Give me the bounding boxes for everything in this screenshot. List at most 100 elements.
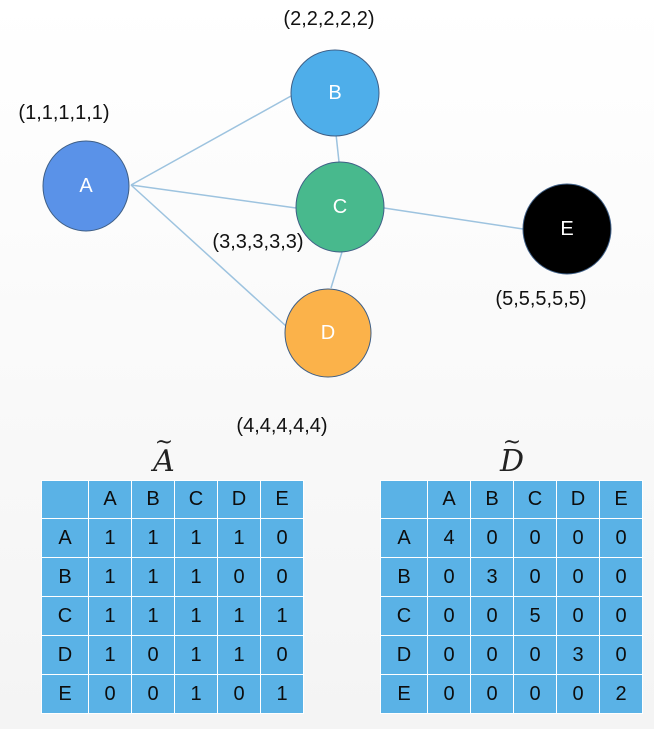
- node-circle: [295, 161, 385, 253]
- matrix-cell: 0: [470, 596, 514, 636]
- node-label: D: [321, 322, 335, 344]
- column-header: B: [470, 480, 514, 519]
- column-header: C: [513, 480, 557, 519]
- matrix-cell: 1: [174, 518, 218, 558]
- matrix-cell: 0: [260, 635, 304, 675]
- matrix-cell: 1: [88, 635, 132, 675]
- column-header: A: [88, 480, 132, 519]
- matrix-cell: 1: [88, 518, 132, 558]
- matrix-cell: 0: [131, 635, 175, 675]
- matrix-cell: 1: [217, 518, 261, 558]
- column-header: D: [217, 480, 261, 519]
- node-d: D (4,4,4,4,4): [236, 288, 372, 437]
- node-label: C: [333, 196, 347, 218]
- matrix-cell: 0: [599, 518, 643, 558]
- matrix-cell: 0: [513, 635, 557, 675]
- matrix-cell: 1: [131, 557, 175, 597]
- matrix-cell: 0: [470, 674, 514, 714]
- matrix-cell: 1: [217, 596, 261, 636]
- node-feature-vector: (5,5,5,5,5): [495, 288, 586, 310]
- matrix-cell: 0: [556, 596, 600, 636]
- matrix-cell: 0: [599, 635, 643, 675]
- row-header: E: [41, 674, 89, 714]
- matrix-cell: 0: [556, 674, 600, 714]
- matrix-cell: 0: [427, 674, 471, 714]
- matrix-cell: 0: [513, 674, 557, 714]
- matrix-cell: 0: [470, 518, 514, 558]
- node-circle: [522, 183, 612, 275]
- matrix-cell: 0: [599, 596, 643, 636]
- node-feature-vector: (2,2,2,2,2): [283, 8, 374, 30]
- node-label: B: [328, 82, 341, 104]
- row-header: A: [41, 518, 89, 558]
- row-header: B: [380, 557, 428, 597]
- node-label: A: [79, 175, 93, 197]
- matrix-cell: 1: [174, 557, 218, 597]
- matrix-cell: 3: [470, 557, 514, 597]
- column-header: A: [427, 480, 471, 519]
- row-header: A: [380, 518, 428, 558]
- matrix-cell: 0: [427, 557, 471, 597]
- edge-b-c: [335, 133, 340, 163]
- matrix-cell: 0: [131, 674, 175, 714]
- matrix-cell: 1: [88, 557, 132, 597]
- matrix-cell: 0: [217, 557, 261, 597]
- node-feature-vector: (3,3,3,3,3): [212, 231, 303, 253]
- matrix-cell: 0: [513, 557, 557, 597]
- matrix-cell: 0: [470, 635, 514, 675]
- row-header: D: [380, 635, 428, 675]
- node-label: E: [560, 218, 573, 240]
- column-header: D: [556, 480, 600, 519]
- column-header: C: [174, 480, 218, 519]
- node-feature-vector: (1,1,1,1,1): [18, 102, 109, 124]
- matrix-cell: 0: [556, 557, 600, 597]
- edge-c-d: [330, 251, 343, 289]
- graph-nodes: A (1,1,1,1,1) B (2,2,2,2,2) C (3,3,3,3,3) D (4,…: [18, 8, 612, 437]
- matrix-cell: 0: [556, 518, 600, 558]
- column-header: [41, 480, 89, 519]
- column-header: E: [599, 480, 643, 519]
- node-circle: [284, 288, 372, 378]
- node-a: A (1,1,1,1,1): [18, 102, 130, 232]
- matrix-cell: 1: [260, 596, 304, 636]
- matrix-cell: 0: [217, 674, 261, 714]
- matrix-cell: 0: [88, 674, 132, 714]
- matrix-cell: 0: [427, 635, 471, 675]
- matrix-d-title: ~D: [499, 430, 525, 479]
- node-c: C (3,3,3,3,3): [212, 161, 385, 253]
- matrix-a-title: ~A: [153, 430, 175, 479]
- matrix-cell: 1: [131, 518, 175, 558]
- row-header: B: [41, 557, 89, 597]
- matrix-cell: 1: [174, 635, 218, 675]
- matrix-cell: 5: [513, 596, 557, 636]
- matrix-cell: 0: [599, 557, 643, 597]
- column-header: [380, 480, 428, 519]
- graph-diagram: A (1,1,1,1,1) B (2,2,2,2,2) C (3,3,3,3,3) D (4,…: [18, 8, 612, 437]
- node-b: B (2,2,2,2,2): [283, 8, 380, 137]
- matrix-cell: 1: [174, 596, 218, 636]
- matrix-cell: 1: [260, 674, 304, 714]
- graph-edges: [130, 95, 524, 327]
- matrix-cell: 0: [427, 596, 471, 636]
- matrix-cell: 0: [260, 557, 304, 597]
- edge-a-b: [130, 95, 292, 186]
- column-header: B: [131, 480, 175, 519]
- row-header: C: [41, 596, 89, 636]
- matrix-cell: 0: [260, 518, 304, 558]
- node-feature-vector: (4,4,4,4,4): [236, 415, 327, 437]
- node-e: E (5,5,5,5,5): [495, 183, 612, 310]
- row-header: E: [380, 674, 428, 714]
- node-circle: [290, 49, 380, 137]
